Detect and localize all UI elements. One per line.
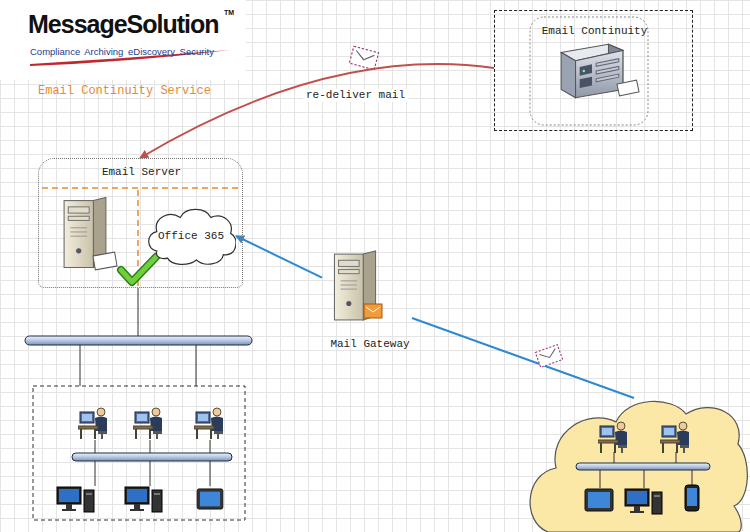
network-bus	[25, 336, 252, 345]
node-text: Email Continuity	[542, 25, 648, 38]
lan-group	[33, 386, 245, 520]
logo-tagline: Compliance Archiving eDiscovery Security	[30, 46, 214, 57]
continuity-box: Email Continuity	[494, 10, 693, 131]
internet-cloud	[530, 401, 747, 532]
mail-slip	[364, 304, 382, 318]
mail-slip	[617, 80, 639, 96]
cloud-shape	[149, 209, 236, 264]
mail-envelope	[535, 345, 562, 368]
divider	[42, 187, 240, 189]
office365-cloud: Office 365	[146, 205, 236, 267]
check-mark	[121, 257, 156, 282]
mail-path	[412, 318, 634, 398]
redelivery-arrow	[140, 64, 494, 158]
inbound-mail-arrow	[236, 236, 322, 278]
node-text: Mail Gateway	[330, 338, 409, 351]
wire	[138, 288, 139, 336]
edge-label: re-deliver mail	[303, 89, 408, 102]
rack-server	[561, 44, 623, 97]
trademark: TM	[224, 9, 234, 16]
diagram-title: Email Continuity Service	[38, 84, 211, 98]
remote-users	[576, 422, 710, 514]
inner-region	[530, 17, 648, 125]
wire	[80, 345, 81, 386]
lan-users	[57, 408, 232, 512]
mail-slip	[366, 307, 380, 312]
logo-ground	[0, 0, 246, 80]
node-text: Email Server	[102, 166, 181, 179]
node-text: Office 365	[158, 230, 224, 243]
gateway-node: Mail Gateway	[322, 246, 418, 356]
mail-slip	[93, 252, 117, 270]
mail-envelope	[349, 46, 378, 70]
email-server-box: Email ServerOffice 365	[38, 158, 243, 288]
logo-name: MessageSolution	[28, 10, 219, 39]
wire	[196, 345, 197, 386]
check-mark	[121, 257, 156, 282]
